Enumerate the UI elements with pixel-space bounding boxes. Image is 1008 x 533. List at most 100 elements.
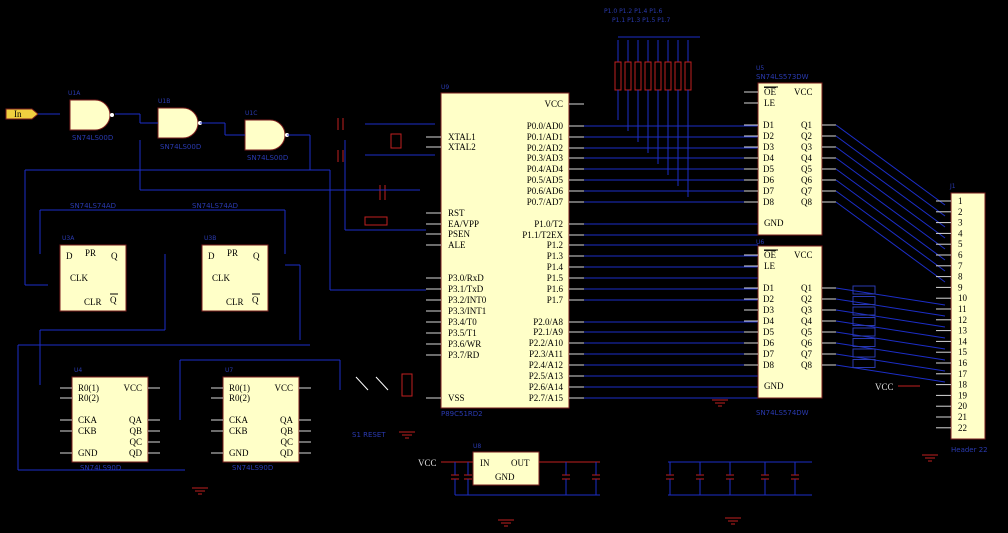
- flipflop-1: SN74LS74AD U3A D PR Q CLK CLR Q: [59, 202, 127, 312]
- latch-D7: D7: [763, 186, 774, 196]
- counter-pin-QB: QB: [129, 426, 142, 436]
- latch-Q8: Q8: [801, 197, 812, 207]
- latch-D5: D5: [763, 327, 774, 337]
- counter2-part: SN74LS90D: [232, 464, 273, 472]
- counter1-ref: U4: [74, 367, 82, 374]
- ff1-ref: U3A: [62, 235, 75, 242]
- led-segment-8: [852, 359, 876, 368]
- mcu-pin-right-13: P1.4: [547, 262, 564, 272]
- led-bar: [852, 285, 876, 368]
- ff1-clr: CLR: [84, 297, 102, 307]
- resistor-3: [634, 61, 642, 91]
- header-pin-5: 5: [958, 239, 963, 249]
- counter2-ref: U7: [225, 367, 233, 374]
- latch-vcc: VCC: [794, 250, 813, 260]
- vcc-label-bottom: VCC: [418, 458, 437, 468]
- latch-Q1: Q1: [801, 120, 812, 130]
- counter-pin-CKB: CKB: [78, 426, 97, 436]
- latch-Q3: Q3: [801, 142, 812, 152]
- wires: [17, 113, 426, 471]
- header-pin-1: 1: [958, 196, 963, 206]
- latch-D1: D1: [763, 283, 774, 293]
- resistor-4: [644, 61, 652, 91]
- mcu-pin-left-7: P3.1/TxD: [448, 284, 484, 294]
- regulator-ref: U8: [473, 443, 481, 450]
- gate3-part: SN74LS00D: [247, 154, 288, 162]
- latch-D7: D7: [763, 349, 774, 359]
- decoupling-caps: [451, 461, 812, 496]
- ff2-part: SN74LS74AD: [192, 202, 238, 210]
- led-segment-7: [852, 348, 876, 358]
- latch-Q8: Q8: [801, 360, 812, 370]
- latch-le: LE: [764, 98, 775, 108]
- counter-pin-R0(2): R0(2): [78, 393, 99, 403]
- latch-D6: D6: [763, 175, 774, 185]
- nand-gate-3: U1C SN74LS00D: [244, 110, 289, 162]
- gate1-ref: U1A: [68, 90, 81, 97]
- counter-pin-GND: GND: [78, 448, 98, 458]
- header-connector: J1 Header 22 123456789101112131415161718…: [875, 183, 988, 454]
- mcu-pin-right-4: P0.3/AD3: [527, 153, 564, 163]
- gate2-part: SN74LS00D: [160, 143, 201, 151]
- latch-D5: D5: [763, 164, 774, 174]
- counter-pin-CKB: CKB: [229, 426, 248, 436]
- latch-D8: D8: [763, 360, 774, 370]
- ff2-clk: CLK: [212, 273, 231, 283]
- header-pin-3: 3: [958, 218, 963, 228]
- latch-D8: D8: [763, 197, 774, 207]
- mcu-pin-right-19: P2.2/A10: [529, 338, 564, 348]
- latch-Q4: Q4: [801, 153, 812, 163]
- ff2-qn: Q: [252, 295, 259, 305]
- ff1-q: Q: [111, 251, 118, 261]
- mcu-pin-right-17: P2.0/A8: [533, 317, 563, 327]
- ff2-q: Q: [253, 251, 260, 261]
- mcu-pin-right-14: P1.5: [547, 273, 564, 283]
- gate2-ref: U1B: [158, 98, 170, 105]
- header-pin-19: 19: [958, 390, 968, 400]
- reset-switch: S1 RESET: [352, 373, 413, 439]
- counter-pin-VCC: VCC: [274, 383, 293, 393]
- gate3-ref: U1C: [245, 110, 257, 117]
- mcu-chip: U9 P89C51RD2 XTAL1XTAL2RSTEA/VPPPSENALEP…: [426, 84, 758, 418]
- nand-gate-2: U1B SN74LS00D: [157, 98, 202, 151]
- resistor-5: [654, 61, 662, 91]
- mcu-pin-left-1: XTAL2: [448, 142, 476, 152]
- header-pin-8: 8: [958, 272, 963, 282]
- latch-Q5: Q5: [801, 327, 812, 337]
- ff1-part: SN74LS74AD: [70, 202, 116, 210]
- latch-Q4: Q4: [801, 316, 812, 326]
- header-pin-17: 17: [958, 369, 968, 379]
- latch-oe: OE: [764, 250, 776, 260]
- mcu-pin-right-9: P1.0/T2: [534, 219, 563, 229]
- latch-le: LE: [764, 261, 775, 271]
- latch-Q7: Q7: [801, 186, 812, 196]
- header-pin-7: 7: [958, 261, 963, 271]
- header-pin-21: 21: [958, 412, 967, 422]
- counter-pin-R0(2): R0(2): [229, 393, 250, 403]
- mcu-pin-left-3: EA/VPP: [448, 219, 479, 229]
- latch-D2: D2: [763, 131, 774, 141]
- header-pin-11: 11: [958, 304, 967, 314]
- mcu-pin-right-1: P0.0/AD0: [527, 121, 564, 131]
- mcu-pin-right-24: P2.7/A15: [529, 393, 564, 403]
- mcu-pin-right-10: P1.1/T2EX: [522, 230, 563, 240]
- counter-pin-CKA: CKA: [229, 415, 249, 425]
- bus-label-top: P1.0 P1.2 P1.4 P1.6: [604, 8, 663, 15]
- mcu-pin-left-12: P3.6/WR: [448, 339, 481, 349]
- counter-pin-VCC: VCC: [123, 383, 142, 393]
- latch-D4: D4: [763, 153, 774, 163]
- gate1-part: SN74LS00D: [72, 134, 113, 142]
- mcu-pin-left-14: VSS: [448, 393, 465, 403]
- mcu-pin-right-22: P2.5/A13: [529, 371, 564, 381]
- mcu-pin-left-13: P3.7/RD: [448, 350, 480, 360]
- latch-D1: D1: [763, 120, 774, 130]
- mcu-pin-right-23: P2.6/A14: [529, 382, 564, 392]
- mcu-pin-right-8: P0.7/AD7: [527, 197, 564, 207]
- counter-pin-QB: QB: [280, 426, 293, 436]
- regulator: U8 IN OUT GND VCC: [418, 443, 600, 486]
- input-port[interactable]: In: [5, 108, 60, 120]
- latch2-ref: U6: [756, 239, 764, 246]
- counter-pin-QA: QA: [280, 415, 293, 425]
